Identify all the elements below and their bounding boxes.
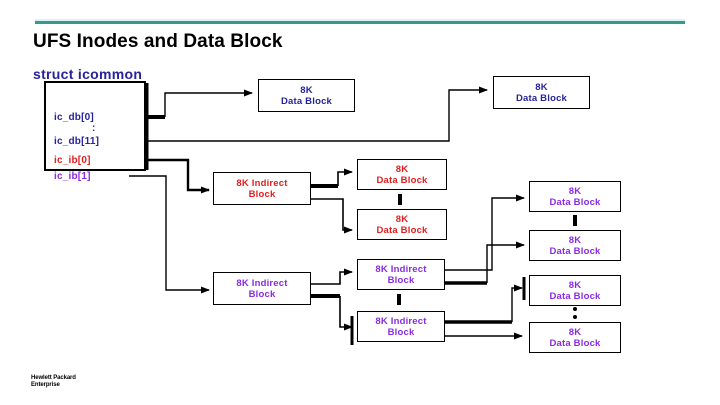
continuation-dot-lower [573, 315, 577, 319]
box-data-block-purple-1: 8K Data Block [529, 181, 621, 212]
box-line-2: Block [387, 326, 415, 338]
continuation-dash-purple-data-upper [573, 215, 577, 226]
inode-field-ellipsis: : [92, 123, 96, 134]
box-line-2: Block [387, 274, 415, 286]
box-data-block-purple-2: 8K Data Block [529, 230, 621, 261]
box-line-2: Block [248, 188, 276, 200]
box-line-2: Data Block [549, 245, 601, 257]
box-data-block-purple-3: 8K Data Block [529, 275, 621, 306]
box-data-block-red-2: 8K Data Block [357, 209, 447, 240]
box-line-2: Data Block [376, 224, 428, 236]
box-line-2: Block [248, 288, 276, 300]
box-line-1: 8K Indirect [236, 277, 288, 289]
continuation-dash-red [398, 194, 402, 205]
inode-field-ic-ib-1: ic_ib[1] [54, 171, 91, 182]
box-indirect-block-purple-3: 8K Indirect Block [357, 311, 445, 342]
struct-icommon-box [44, 81, 146, 171]
box-indirect-block-red: 8K Indirect Block [213, 172, 311, 205]
box-data-block-purple-4: 8K Data Block [529, 322, 621, 353]
inode-field-ic-ib-0: ic_ib[0] [54, 155, 91, 166]
box-line-2: Data Block [549, 337, 601, 349]
hpe-logo-line-1: Hewlett Packard [31, 375, 76, 381]
box-line-1: 8K Indirect [236, 177, 288, 189]
page-title: UFS Inodes and Data Block [33, 31, 283, 52]
box-data-block-red-1: 8K Data Block [357, 159, 447, 190]
box-data-block-top-left: 8K Data Block [258, 79, 355, 112]
box-line-2: Data Block [549, 290, 601, 302]
box-data-block-top-right: 8K Data Block [493, 76, 590, 109]
box-indirect-block-purple-2: 8K Indirect Block [357, 259, 445, 290]
box-indirect-block-purple-1: 8K Indirect Block [213, 272, 311, 305]
title-rule-highlight [35, 19, 685, 21]
box-line-2: Data Block [549, 196, 601, 208]
box-line-1: 8K [568, 234, 582, 246]
box-line-2: Data Block [515, 92, 568, 104]
continuation-dot-upper [573, 307, 577, 311]
hpe-logo-line-2: Enterprise [31, 382, 60, 388]
continuation-dash-purple-indirect [397, 294, 401, 305]
struct-icommon-label: struct icommon [33, 66, 143, 82]
box-line-1: 8K [568, 185, 582, 197]
hpe-logo: Hewlett Packard Enterprise [31, 375, 76, 389]
box-line-1: 8K [395, 213, 409, 225]
box-line-1: 8K Indirect [375, 263, 427, 275]
box-line-1: 8K [395, 163, 409, 175]
box-line-1: 8K [568, 279, 582, 291]
box-line-1: 8K [300, 84, 313, 96]
box-line-1: 8K [568, 326, 582, 338]
title-rule [35, 21, 685, 24]
inode-field-ic-db-11: ic_db[11] [54, 136, 100, 147]
box-line-2: Data Block [376, 174, 428, 186]
inode-field-ic-db-0: ic_db[0] [54, 112, 94, 123]
box-line-1: 8K Indirect [375, 315, 427, 327]
box-line-1: 8K [535, 81, 548, 93]
box-line-2: Data Block [280, 95, 333, 107]
